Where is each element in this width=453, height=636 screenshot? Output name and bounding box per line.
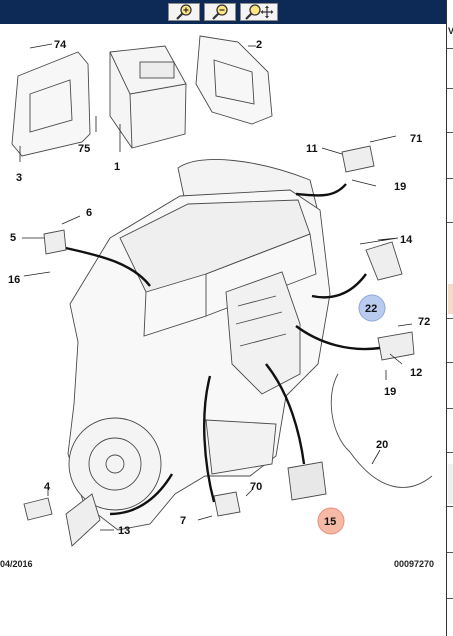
- zoom-out-button[interactable]: [204, 3, 236, 21]
- part-label-75[interactable]: 75: [78, 143, 90, 155]
- part-label-15[interactable]: 15: [324, 516, 336, 528]
- zoom-out-icon: [212, 4, 228, 20]
- zoom-in-button[interactable]: [168, 3, 200, 21]
- part-label-7[interactable]: 7: [180, 515, 186, 527]
- part-label-14[interactable]: 14: [400, 234, 413, 246]
- part-label-72[interactable]: 72: [418, 316, 430, 328]
- panel-row-divider: [447, 318, 453, 319]
- panel-row-divider: [447, 408, 453, 409]
- panel-row-divider: [447, 598, 453, 599]
- part-label-22[interactable]: 22: [365, 303, 377, 315]
- footer-date: 04/2016: [0, 559, 33, 569]
- part-label-16[interactable]: 16: [8, 274, 20, 286]
- zoom-toolbar: [0, 0, 446, 24]
- highlight-circle-15[interactable]: [317, 507, 345, 535]
- part-label-11[interactable]: 11: [306, 143, 318, 155]
- panel-row-selected[interactable]: [448, 284, 453, 314]
- engine-block-drawing: [11, 35, 433, 547]
- part-label-12[interactable]: 12: [410, 367, 422, 379]
- panel-row-divider: [447, 48, 453, 49]
- part-label-19-bottom[interactable]: 19: [384, 386, 396, 398]
- parts-list-panel: V: [446, 0, 453, 636]
- panel-row-divider: [447, 452, 453, 453]
- part-label-71[interactable]: 71: [410, 133, 422, 145]
- part-label-13[interactable]: 13: [118, 525, 130, 537]
- part-label-74[interactable]: 74: [54, 39, 67, 51]
- part-label-1[interactable]: 1: [114, 161, 120, 173]
- leader-lines: [19, 43, 413, 531]
- panel-column-label: V: [448, 26, 453, 36]
- part-label-20[interactable]: 20: [376, 439, 388, 451]
- connector-wires: [65, 183, 381, 516]
- part-label-3[interactable]: 3: [16, 172, 22, 184]
- zoom-pan-button[interactable]: [240, 3, 278, 21]
- part-label-4[interactable]: 4: [44, 481, 51, 493]
- panel-row-divider: [447, 222, 453, 223]
- footer-reference-number: 00097270: [394, 559, 435, 569]
- part-label-6[interactable]: 6: [86, 207, 92, 219]
- engine-parts-diagram: 74 2 75 1 3 11 71 19 6 5 14 16 22 72 12 …: [8, 35, 433, 547]
- zoom-in-icon: [176, 4, 192, 20]
- part-label-70[interactable]: 70: [250, 481, 262, 493]
- panel-row-divider: [447, 552, 453, 553]
- zoom-move-icon: [245, 4, 274, 20]
- part-label-19-top[interactable]: 19: [394, 181, 406, 193]
- panel-row-divider: [447, 178, 453, 179]
- panel-row-divider: [447, 362, 453, 363]
- panel-row-divider: [447, 88, 453, 89]
- panel-row-divider: [447, 506, 453, 507]
- highlight-circle-22[interactable]: [358, 294, 386, 322]
- panel-row-highlight[interactable]: [448, 464, 453, 504]
- part-label-2[interactable]: 2: [256, 39, 262, 51]
- part-label-5[interactable]: 5: [10, 232, 16, 244]
- panel-row-divider: [447, 132, 453, 133]
